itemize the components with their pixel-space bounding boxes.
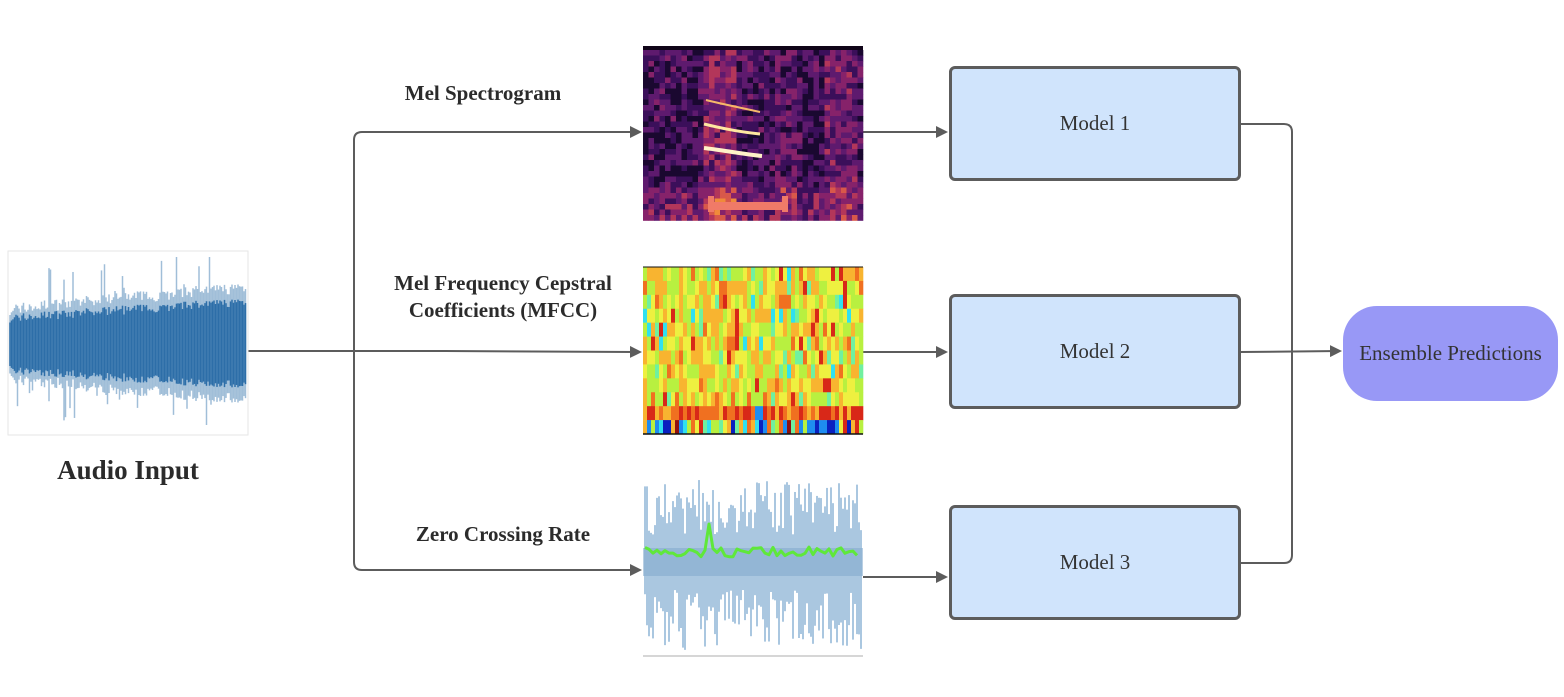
connector-to-mel xyxy=(353,126,642,351)
ensemble-predictions-node: Ensemble Predictions xyxy=(1343,306,1558,401)
model-2-box: Model 2 xyxy=(949,294,1241,409)
zero-crossing-rate-image xyxy=(643,480,863,657)
mel-spectrogram-label: Mel Spectrogram xyxy=(404,81,562,105)
mfcc-label-line-1: Mel Frequency Cepstral xyxy=(394,271,612,295)
mfcc-image xyxy=(643,266,864,435)
mfcc-label-line-2: Coefficients (MFCC) xyxy=(408,298,598,322)
zero-crossing-rate-label: Zero Crossing Rate xyxy=(415,522,591,546)
model-3-label: Model 3 xyxy=(1059,550,1131,574)
model-3-box: Model 3 xyxy=(949,505,1241,620)
audio-input-label: Audio Input xyxy=(57,455,199,485)
model-1-label: Model 1 xyxy=(1059,111,1131,135)
ensemble-predictions-label: Ensemble Predictions xyxy=(1359,341,1542,365)
connector-model-1-to-merge xyxy=(1240,123,1293,351)
zcr-curve xyxy=(644,522,859,559)
connector-to-zcr xyxy=(353,351,642,576)
connector-model-3-to-merge xyxy=(1240,351,1293,564)
connector-to-mfcc xyxy=(444,345,642,358)
model-2-label: Model 2 xyxy=(1059,339,1131,363)
connectors xyxy=(248,123,1342,583)
audio-waveform-image xyxy=(7,250,249,436)
mel-spectrogram-image xyxy=(643,46,864,221)
mfcc-label: Mel Frequency Cepstral Coefficients (MFC… xyxy=(370,270,636,324)
connector-model-2-to-ensemble xyxy=(1239,345,1342,358)
model-1-box: Model 1 xyxy=(949,66,1241,181)
